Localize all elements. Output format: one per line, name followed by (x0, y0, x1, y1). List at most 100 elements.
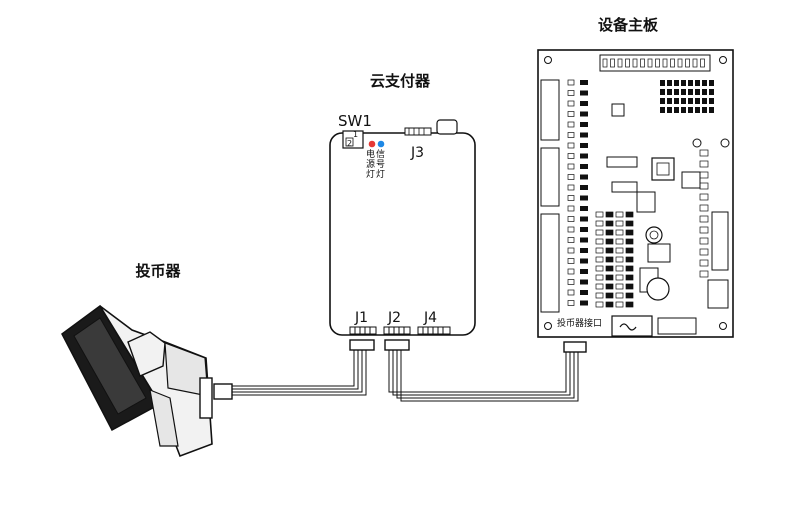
smd-part (567, 268, 575, 275)
j4-label: J4 (423, 310, 437, 326)
smd-transistor (625, 229, 634, 236)
coin-acceptor-button (127, 331, 166, 377)
smd-resistor (674, 98, 679, 104)
cloud-payer-body (329, 132, 476, 336)
top-pin (617, 58, 623, 68)
smd-part (699, 182, 709, 190)
top-pin (700, 58, 705, 68)
top-pin (685, 58, 690, 68)
top-connector-pins (602, 58, 705, 68)
smd-part (699, 193, 709, 201)
smd-transistor (595, 229, 604, 236)
smd-resistor (709, 107, 714, 113)
smd-part (580, 195, 588, 201)
antenna-connector (436, 119, 458, 135)
smd-transistor (595, 283, 604, 290)
smd-part (567, 195, 575, 201)
j1-label: J1 (354, 310, 368, 326)
power-led (368, 140, 376, 148)
smd-part (699, 215, 709, 223)
smd-transistor (625, 283, 634, 290)
signal-led-text-3: 灯 (376, 169, 385, 180)
smd-resistor (702, 80, 707, 86)
cloud-payer-device: 云支付器 SW1 1 2 电 源 灯 信 号 灯 J3 J1 J2 J4 (329, 72, 476, 351)
smd-resistor (709, 98, 714, 104)
smd-transistor (625, 238, 634, 245)
smd-part (567, 79, 575, 86)
smd-part (580, 237, 588, 243)
j2-label: J2 (387, 310, 401, 326)
smd-transistor (615, 265, 624, 272)
smd-resistor (674, 89, 679, 95)
smd-transistor (595, 274, 604, 281)
smd-part (567, 216, 575, 222)
coin-slot (73, 317, 147, 415)
smd-part (699, 248, 709, 256)
smd-part (699, 204, 709, 212)
j2-header (383, 326, 411, 335)
smd-transistor (595, 265, 604, 272)
smd-part (699, 259, 709, 267)
smd-resistor (667, 89, 672, 95)
power-led-text-2: 源 (366, 159, 375, 170)
smd-resistor (681, 107, 686, 113)
smd-part (580, 111, 588, 117)
left-connector-block-3 (540, 213, 560, 313)
smd-part (580, 122, 588, 127)
signal-led-text-2: 号 (376, 159, 385, 170)
smd-part (567, 121, 575, 128)
mounting-holes (544, 56, 727, 330)
smd-resistor (702, 89, 707, 95)
j1-plug (349, 339, 375, 351)
smd-resistor (695, 80, 700, 86)
smd-resistor (660, 107, 665, 113)
smd-transistor (605, 301, 614, 308)
smd-transistor (605, 256, 614, 263)
mainboard-outline (537, 49, 734, 338)
smd-resistor (660, 98, 665, 104)
smd-transistor (615, 238, 624, 245)
smd-transistor (605, 247, 614, 254)
j3-connector (404, 127, 432, 136)
mcu-chip-core (656, 162, 670, 176)
smd-transistor (605, 283, 614, 290)
smd-part (580, 269, 588, 274)
smd-transistor (605, 292, 614, 299)
smd-transistor (615, 220, 624, 227)
coin-acceptor-lower-panel (149, 389, 179, 447)
smd-transistor (605, 274, 614, 281)
smd-part (580, 258, 588, 264)
smd-part (567, 163, 575, 170)
smd-resistor (695, 107, 700, 113)
smd-part (567, 237, 575, 243)
component-rows (567, 79, 714, 308)
ic-chip-3 (636, 191, 656, 213)
smd-part (567, 100, 575, 107)
smd-part (699, 171, 709, 179)
smd-part (567, 132, 575, 138)
ic-chip-4 (681, 171, 701, 189)
smd-transistor (625, 292, 634, 299)
left-connector-block-1 (540, 79, 560, 141)
smd-resistor (695, 98, 700, 104)
smd-transistor (625, 211, 634, 218)
smd-part (567, 111, 575, 117)
smd-transistor (605, 229, 614, 236)
smd-transistor (595, 211, 604, 218)
smd-resistor (681, 98, 686, 104)
bottom-terminal (657, 317, 697, 335)
smd-resistor (667, 80, 672, 86)
left-connector-block-2 (540, 147, 560, 207)
top-pin (625, 58, 630, 68)
smd-part (567, 300, 575, 306)
smd-part (580, 185, 588, 190)
smd-part (580, 216, 588, 222)
wire-j2-to-mainboard (388, 350, 579, 402)
top-pin (692, 58, 698, 68)
top-pin (655, 58, 660, 68)
smd-resistor (709, 80, 714, 86)
smd-part (699, 270, 709, 278)
right-header (711, 211, 729, 271)
signal-led-text-1: 信 (376, 148, 385, 160)
